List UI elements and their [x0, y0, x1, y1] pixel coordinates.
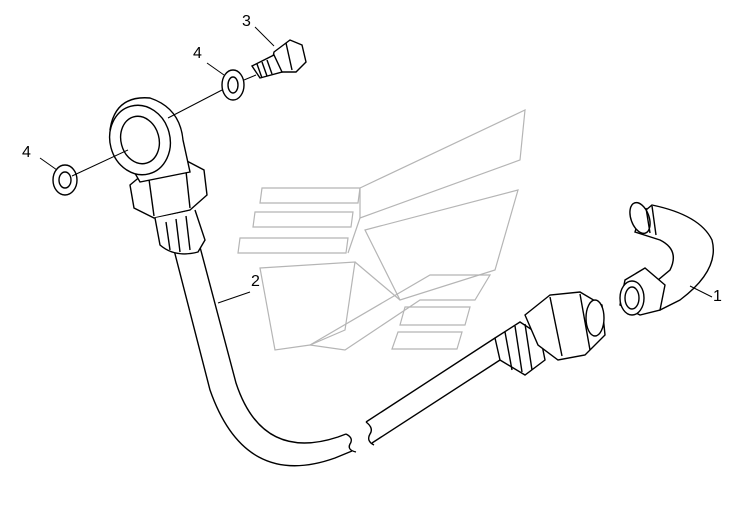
assembly-axis-lines [71, 74, 257, 177]
callout-1: 1 [713, 288, 722, 305]
callout-4-lower: 4 [22, 144, 31, 161]
callout-2: 2 [251, 273, 260, 290]
banjo-bolt [250, 39, 307, 79]
washer-lower [52, 164, 78, 196]
banjo-eye [108, 97, 191, 183]
leader-lines [39, 26, 713, 304]
elbow-fitting [619, 201, 714, 316]
callout-4-upper: 4 [193, 45, 202, 62]
watermark-logo [237, 109, 526, 351]
washer-upper [221, 69, 245, 101]
lower-nut-and-ferrule [494, 291, 606, 376]
callout-3: 3 [242, 13, 251, 30]
pipe [173, 246, 501, 467]
